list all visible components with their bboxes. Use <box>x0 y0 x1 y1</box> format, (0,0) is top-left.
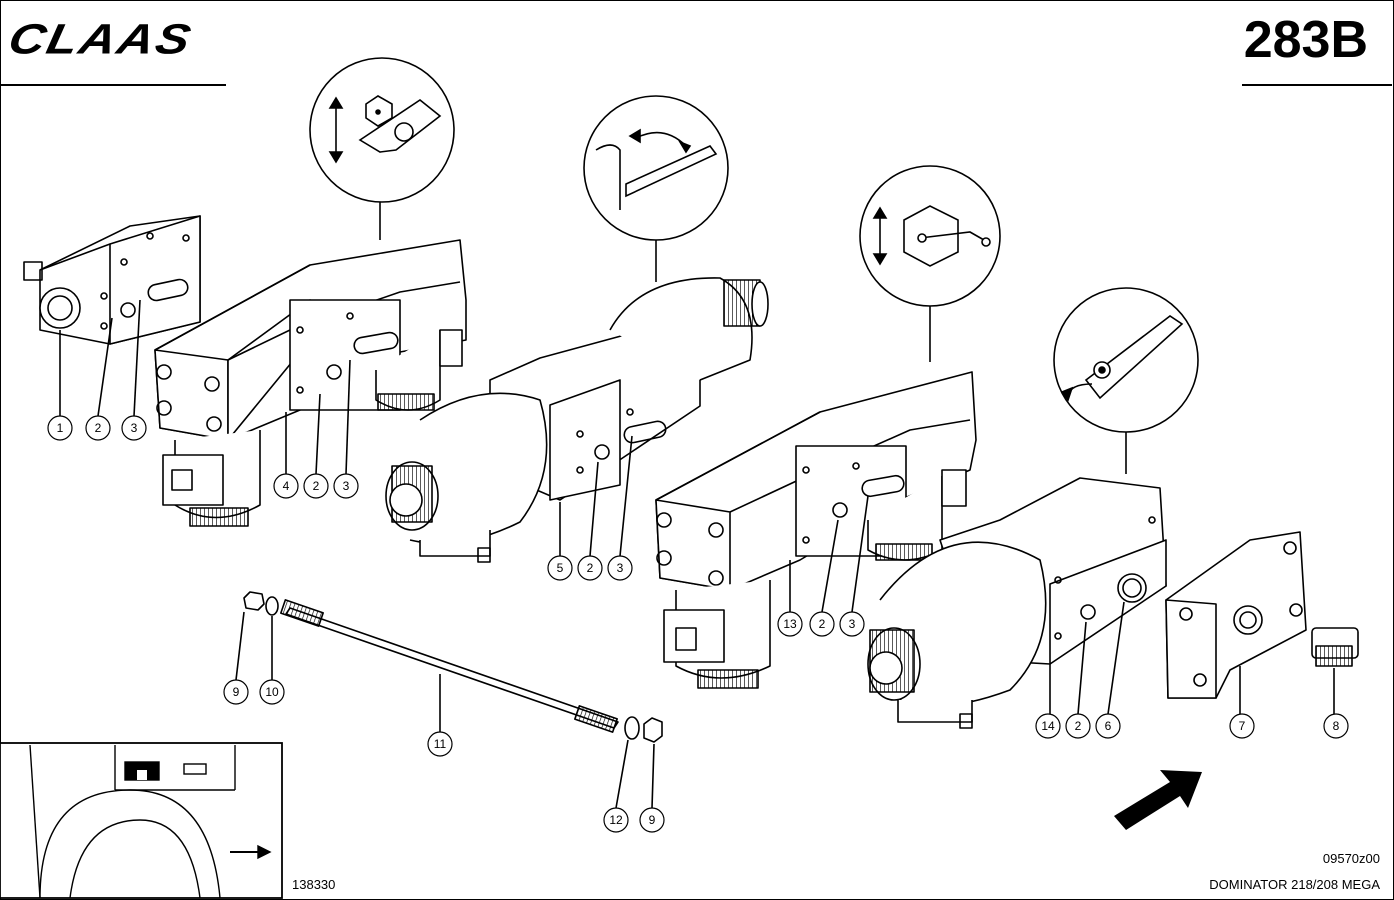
solenoid-valve-5 <box>385 238 769 563</box>
end-plate-7 <box>1165 531 1307 714</box>
callout-13: 13 <box>777 611 803 637</box>
connection-plate-1 <box>23 215 201 417</box>
tie-rod-11 <box>280 599 619 733</box>
svg-text:3: 3 <box>849 617 856 631</box>
svg-text:8: 8 <box>1333 719 1340 733</box>
callout-13-2: 2 <box>809 611 835 637</box>
svg-text:9: 9 <box>233 685 240 699</box>
detail-circle-4 <box>309 57 455 203</box>
svg-text:3: 3 <box>131 421 138 435</box>
valve-block-4 <box>154 200 467 527</box>
callout-9b: 9 <box>639 807 665 833</box>
callout-9a: 9 <box>223 679 249 705</box>
fitting-8 <box>1311 627 1359 714</box>
callout-7: 7 <box>1229 713 1255 739</box>
callout-5-3: 3 <box>607 555 633 581</box>
callout-1: 1 <box>47 415 73 441</box>
callout-4: 4 <box>273 473 299 499</box>
svg-text:6: 6 <box>1105 719 1112 733</box>
callouts: 1 2 3 4 2 3 5 2 3 13 2 3 14 2 6 7 8 9 10… <box>47 415 1349 833</box>
detail-circle-5 <box>583 95 729 241</box>
callout-5-2: 2 <box>577 555 603 581</box>
svg-text:11: 11 <box>434 737 447 751</box>
callout-6: 6 <box>1095 713 1121 739</box>
svg-text:2: 2 <box>1075 719 1082 733</box>
svg-text:3: 3 <box>617 561 624 575</box>
valve-block-13 <box>655 304 977 689</box>
svg-text:1: 1 <box>57 421 64 435</box>
nut-9b <box>643 717 663 809</box>
callout-4-3: 3 <box>333 473 359 499</box>
svg-text:2: 2 <box>95 421 102 435</box>
svg-text:2: 2 <box>587 561 594 575</box>
detail-circles <box>309 57 1199 433</box>
callout-10: 10 <box>259 679 285 705</box>
svg-text:5: 5 <box>557 561 564 575</box>
washer-12 <box>615 716 640 809</box>
callout-8: 8 <box>1323 713 1349 739</box>
machine-model: DOMINATOR 218/208 MEGA <box>1209 877 1380 892</box>
header-rule-right <box>1242 84 1392 86</box>
callout-14: 14 <box>1035 713 1061 739</box>
callout-11: 11 <box>427 731 453 757</box>
svg-text:3: 3 <box>343 479 350 493</box>
svg-text:2: 2 <box>313 479 320 493</box>
callout-12: 12 <box>603 807 629 833</box>
machine-inset <box>0 742 283 899</box>
detail-circle-14 <box>1053 287 1199 433</box>
solenoid-valve-14 <box>867 430 1167 729</box>
detail-circle-13 <box>859 165 1001 307</box>
svg-text:13: 13 <box>783 617 797 631</box>
svg-text:12: 12 <box>609 813 623 827</box>
svg-text:4: 4 <box>283 479 290 493</box>
washer-10 <box>265 596 279 680</box>
callout-2: 2 <box>85 415 111 441</box>
svg-text:10: 10 <box>265 685 279 699</box>
svg-text:7: 7 <box>1239 719 1246 733</box>
svg-text:2: 2 <box>819 617 826 631</box>
direction-arrow-icon <box>1114 770 1202 830</box>
nut-9a <box>235 591 265 681</box>
header-rule-left <box>0 84 226 86</box>
inset-reference-number: 138330 <box>292 877 336 892</box>
callout-5: 5 <box>547 555 573 581</box>
svg-text:14: 14 <box>1041 719 1055 733</box>
page-code: 283B <box>1243 11 1368 69</box>
callout-3: 3 <box>121 415 147 441</box>
callout-4-2: 2 <box>303 473 329 499</box>
drawing-number: 09570z00 <box>1322 851 1380 866</box>
callout-14-2: 2 <box>1065 713 1091 739</box>
svg-text:9: 9 <box>649 813 656 827</box>
callout-13-3: 3 <box>839 611 865 637</box>
